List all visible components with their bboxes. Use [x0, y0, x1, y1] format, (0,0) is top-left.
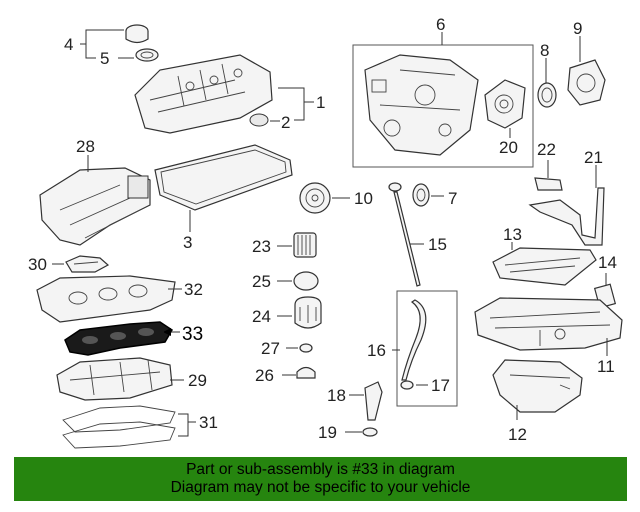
oil-strainer[interactable] — [528, 187, 605, 246]
callout-13: 13 — [503, 225, 522, 244]
intake-manifold-upper[interactable] — [36, 275, 176, 323]
timing-chain-cover[interactable] — [364, 54, 479, 156]
callout-6: 6 — [436, 15, 445, 34]
callout-27: 27 — [261, 339, 280, 358]
oil-pan-upper[interactable] — [474, 297, 623, 351]
oil-strainer-gasket[interactable] — [534, 177, 563, 191]
rear-main-seal-retainer[interactable] — [567, 59, 606, 106]
callout-9: 9 — [573, 19, 582, 38]
callout-25: 25 — [252, 272, 271, 291]
callout-1: 1 — [316, 93, 325, 112]
callout-24: 24 — [252, 307, 271, 326]
timing-cover-group-box — [352, 44, 534, 168]
oil-pan-baffle[interactable] — [492, 247, 597, 286]
bracket-o-ring[interactable] — [362, 427, 378, 437]
callout-3: 3 — [183, 233, 192, 252]
callout-15: 15 — [428, 235, 447, 254]
intake-manifold-lower[interactable] — [56, 357, 173, 401]
intake-plenum[interactable] — [39, 167, 151, 246]
banner-line-2: Diagram may not be specific to your vehi… — [170, 479, 471, 496]
oil-pan-lower[interactable] — [492, 359, 583, 413]
callout-21: 21 — [584, 148, 603, 167]
callout-4: 4 — [64, 35, 73, 54]
callout-26: 26 — [255, 366, 274, 385]
callout-10: 10 — [354, 189, 373, 208]
spark-plug-tube-gasket[interactable] — [249, 113, 269, 127]
callout-8: 8 — [540, 41, 549, 60]
callout-30: 30 — [28, 255, 47, 274]
callout-5: 5 — [100, 49, 109, 68]
oil-filter-cap[interactable] — [294, 296, 322, 329]
callout-16: 16 — [367, 341, 386, 360]
gauge-guide-bracket[interactable] — [364, 381, 383, 421]
cylinder-head-cover[interactable] — [134, 54, 273, 134]
callout-2: 2 — [281, 113, 290, 132]
drain-plug[interactable] — [296, 366, 316, 379]
callout-31: 31 — [199, 413, 218, 432]
oil-filler-cap[interactable] — [125, 24, 149, 44]
callout-28: 28 — [76, 137, 95, 156]
intake-manifold-lower-gaskets[interactable] — [62, 405, 176, 449]
oil-filler-cap-gasket[interactable] — [135, 48, 159, 62]
callout-19: 19 — [318, 423, 337, 442]
callout-7: 7 — [448, 189, 457, 208]
drain-o-ring[interactable] — [299, 343, 313, 353]
air-surge-tank-gasket[interactable] — [154, 144, 293, 211]
info-banner: Part or sub-assembly is #33 in diagram D… — [14, 457, 627, 501]
callout-22: 22 — [537, 140, 556, 159]
intake-manifold-gasket-highlighted[interactable] — [64, 321, 174, 356]
callout-33: 33 — [182, 324, 203, 345]
engine-parts-diagram: 4 5 1 2 6 20 8 9 28 — [28, 15, 623, 449]
callout-11: 11 — [597, 357, 615, 376]
guide-o-ring[interactable] — [400, 380, 414, 390]
callout-12: 12 — [508, 425, 527, 444]
callout-17: 17 — [431, 376, 450, 395]
oil-filter-element[interactable] — [293, 232, 317, 258]
callout-29: 29 — [188, 371, 207, 390]
oil-filter-o-ring[interactable] — [293, 271, 319, 291]
throttle-body-gasket[interactable] — [65, 255, 110, 273]
oil-level-gauge[interactable] — [388, 182, 421, 287]
callout-14: 14 — [598, 253, 617, 272]
water-pump[interactable] — [484, 79, 526, 129]
oil-level-gauge-guide[interactable] — [401, 299, 427, 381]
crankshaft-pulley[interactable] — [299, 182, 331, 214]
banner-line-1: Part or sub-assembly is #33 in diagram — [186, 461, 455, 478]
dipstick-tube-group-box — [396, 290, 458, 407]
crankshaft-front-seal[interactable] — [537, 82, 557, 108]
oil-seal[interactable] — [412, 183, 430, 207]
callout-23: 23 — [252, 237, 271, 256]
callout-18: 18 — [327, 386, 346, 405]
callout-32: 32 — [184, 280, 203, 299]
callout-20: 20 — [499, 138, 518, 157]
